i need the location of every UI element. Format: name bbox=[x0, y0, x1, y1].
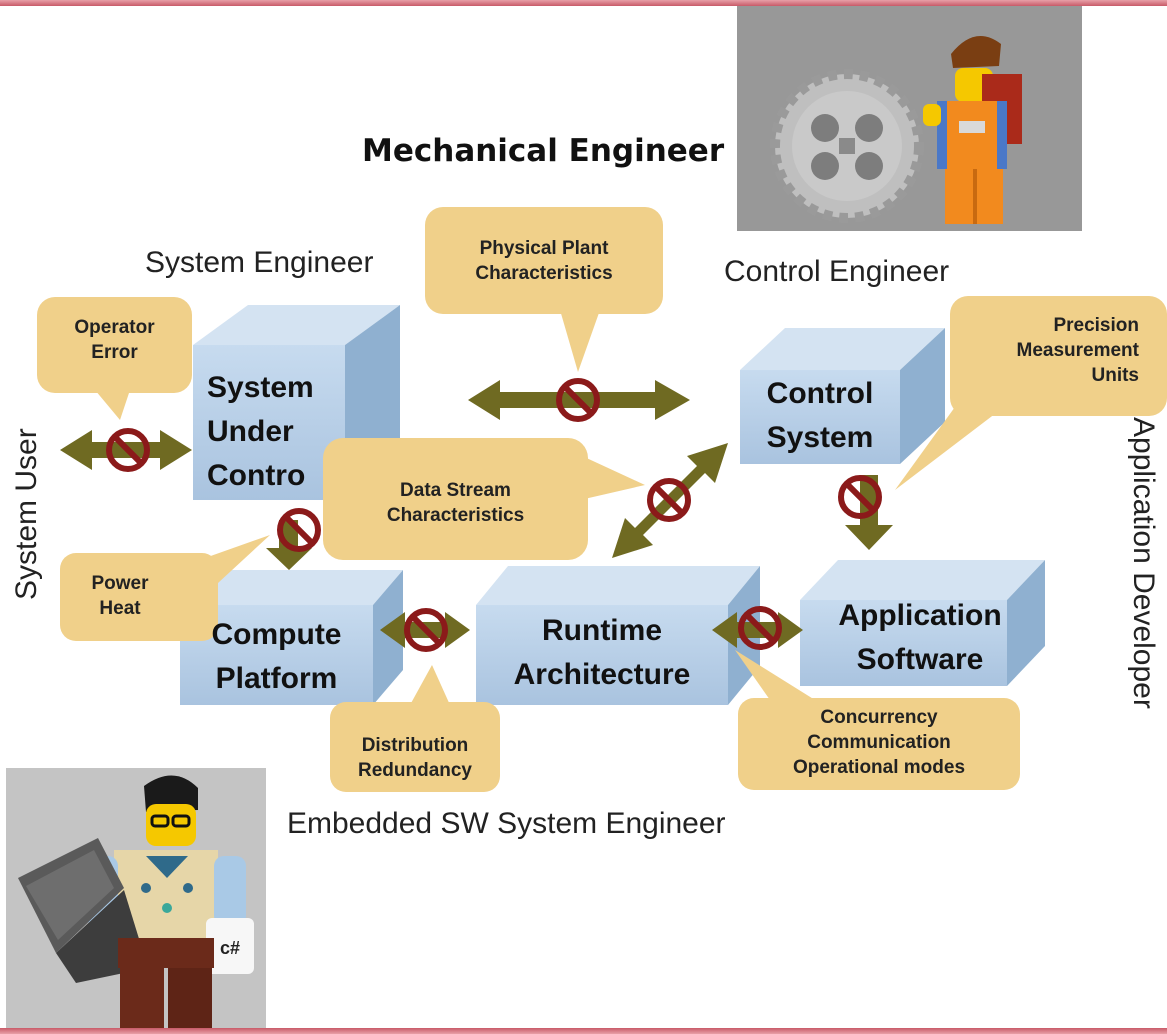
callout-line: Units bbox=[1091, 365, 1140, 386]
callout-data-stream: Data Stream Characteristics bbox=[323, 478, 588, 528]
label-control-system: Control System bbox=[740, 372, 900, 460]
callout-operator-error-shape bbox=[37, 297, 192, 420]
photo-mechanical-engineer-minifig bbox=[737, 6, 1082, 231]
as-line-1: Application bbox=[838, 599, 1002, 632]
callout-line: Redundancy bbox=[357, 760, 473, 781]
cp-line-1: Compute bbox=[211, 618, 342, 651]
sut-line-1: System bbox=[207, 371, 314, 404]
no-symbol-icon bbox=[738, 606, 782, 650]
callout-line: Heat bbox=[99, 598, 141, 619]
no-symbols bbox=[106, 378, 882, 652]
callout-distribution-shape bbox=[330, 665, 500, 792]
ra-line-1: Runtime bbox=[542, 614, 662, 647]
no-symbol-icon bbox=[556, 378, 600, 422]
no-symbol-icon bbox=[277, 508, 321, 552]
no-symbol-icon bbox=[647, 478, 691, 522]
no-symbol-icon bbox=[404, 608, 448, 652]
photo-embedded-engineer-minifig: c# bbox=[6, 768, 266, 1030]
callout-line: Operational modes bbox=[792, 757, 966, 778]
box-control-system bbox=[740, 328, 945, 464]
role-system-user: System User bbox=[10, 428, 43, 600]
label-application-software: Application Software bbox=[800, 594, 1040, 682]
box-runtime-architecture bbox=[476, 566, 760, 705]
callout-line: Precision bbox=[1053, 315, 1139, 336]
mechanical-engineer-title: Mechanical Engineer bbox=[362, 133, 725, 169]
callout-line: Physical Plant bbox=[479, 238, 609, 259]
callout-power-heat: Power Heat bbox=[60, 571, 180, 621]
mug-label: c# bbox=[220, 938, 240, 958]
callout-physical-plant-shape bbox=[425, 207, 663, 372]
ra-line-2: Architecture bbox=[513, 658, 691, 691]
callout-line: Operator bbox=[74, 317, 155, 338]
callout-data-stream-shape bbox=[323, 438, 645, 560]
callout-line: Error bbox=[91, 342, 138, 363]
role-embedded-sw-engineer: Embedded SW System Engineer bbox=[287, 807, 726, 840]
role-application-developer: Application Developer bbox=[1127, 417, 1160, 709]
cp-line-2: Platform bbox=[215, 662, 338, 695]
callout-line: Measurement bbox=[1016, 340, 1140, 361]
callout-line: Concurrency bbox=[820, 707, 938, 728]
label-system-under-control: System Under Contro bbox=[193, 366, 345, 498]
cs-line-2: System bbox=[766, 421, 874, 454]
callout-line: Characteristics bbox=[386, 505, 525, 526]
as-line-2: Software bbox=[856, 643, 984, 676]
callout-distribution: Distribution Redundancy bbox=[330, 733, 500, 783]
callout-line: Communication bbox=[807, 732, 951, 753]
callout-line: Data Stream bbox=[400, 480, 511, 501]
role-system-engineer: System Engineer bbox=[145, 246, 374, 279]
callout-physical-plant: Physical Plant Characteristics bbox=[425, 236, 663, 286]
label-runtime-architecture: Runtime Architecture bbox=[476, 609, 728, 697]
no-symbol-icon bbox=[838, 475, 882, 519]
bottom-accent-bar bbox=[0, 1028, 1167, 1034]
callout-precision: Precision Measurement Units bbox=[950, 313, 1167, 388]
top-accent-bar bbox=[0, 0, 1167, 6]
label-compute-platform: Compute Platform bbox=[180, 613, 373, 701]
callout-precision-shape bbox=[895, 296, 1167, 490]
callout-concurrency-shape bbox=[735, 650, 1020, 790]
box-application-software bbox=[800, 560, 1045, 686]
callout-line: Power bbox=[91, 573, 149, 594]
cs-line-1: Control bbox=[766, 377, 874, 410]
callout-line: Distribution bbox=[361, 735, 469, 756]
sut-line-2: Under bbox=[207, 415, 294, 448]
callout-line: Characteristics bbox=[475, 263, 613, 284]
callout-operator-error: Operator Error bbox=[37, 315, 192, 365]
callout-concurrency: Concurrency Communication Operational mo… bbox=[738, 705, 1020, 780]
sut-line-3: Contro bbox=[207, 459, 306, 492]
callout-power-heat-shape bbox=[60, 535, 270, 641]
no-symbol-icon bbox=[106, 428, 150, 472]
role-control-engineer: Control Engineer bbox=[724, 255, 950, 288]
